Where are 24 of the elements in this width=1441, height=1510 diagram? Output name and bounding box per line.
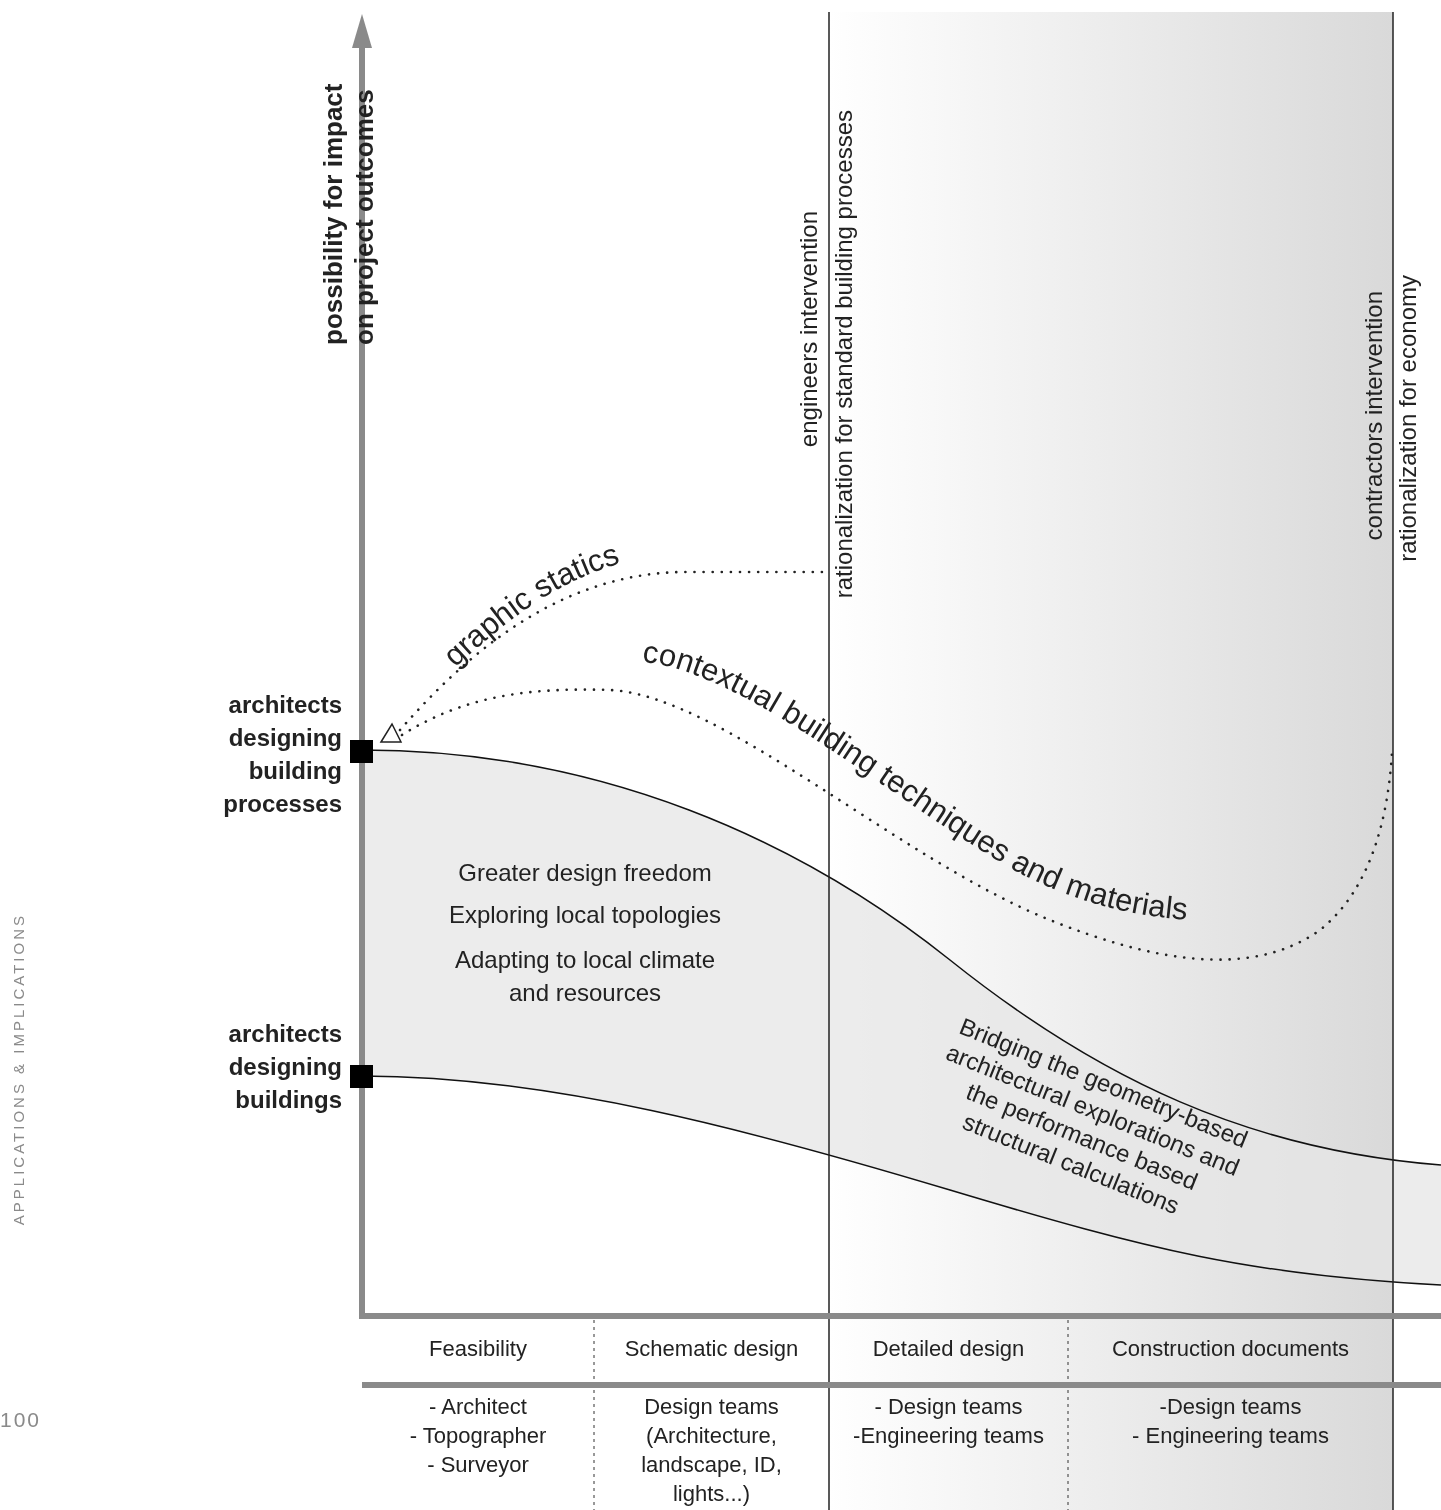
column-header: Feasibility bbox=[428, 1335, 528, 1363]
annotation: rationalization for economy bbox=[1394, 275, 1422, 562]
annotation: rationalization for standard building processes bbox=[830, 109, 858, 598]
column-header: Schematic design bbox=[623, 1335, 800, 1363]
table-cell-text: - Surveyor bbox=[426, 1451, 530, 1479]
marker-label: architects designing buildings bbox=[227, 1019, 342, 1115]
marker-label: architects designing building processes bbox=[222, 690, 342, 819]
table-cell-text: - Design teams bbox=[873, 1393, 1024, 1421]
column-header: Detailed design bbox=[871, 1335, 1026, 1363]
annotation: contractors intervention bbox=[1360, 290, 1388, 540]
body-text: Greater design freedom bbox=[457, 858, 713, 888]
table-cell-text: -Design teams bbox=[1158, 1393, 1303, 1421]
annotation: engineers intervention bbox=[795, 210, 823, 447]
table-cell-text: -Engineering teams bbox=[852, 1422, 1045, 1450]
section-header: APPLICATIONS & IMPLICATIONS bbox=[10, 912, 28, 1225]
table-cell-text: - Engineering teams bbox=[1131, 1422, 1330, 1450]
table-cell-text: - Architect bbox=[428, 1393, 528, 1421]
body-text: Exploring local topologies bbox=[447, 900, 723, 930]
body-text: Adapting to local climate and resources bbox=[453, 945, 717, 1008]
column-header: Construction documents bbox=[1110, 1335, 1351, 1363]
table-cell-text: Design teams (Architecture, landscape, ID, lights...) bbox=[640, 1393, 783, 1508]
page-number: 100 bbox=[0, 1407, 42, 1433]
axis-title: possibility for impact on project outcomes bbox=[318, 82, 381, 345]
table-cell-text: - Topographer bbox=[408, 1422, 548, 1450]
